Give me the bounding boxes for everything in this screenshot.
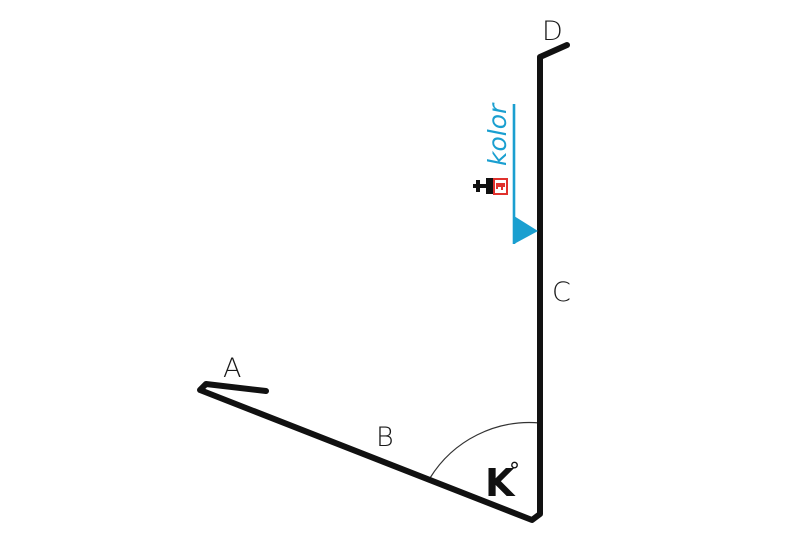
triangle-marker-icon — [514, 216, 538, 244]
brush-grip — [476, 180, 480, 192]
brush-drip — [496, 183, 505, 190]
label-a: A — [223, 353, 241, 384]
label-c: C — [552, 277, 571, 308]
label-b: B — [376, 422, 394, 453]
angle-label: K — [485, 461, 516, 505]
label-d: D — [542, 16, 563, 47]
paint-label: kolor — [483, 102, 512, 166]
angle-arc — [429, 421, 541, 479]
paint-brush-icon — [473, 178, 508, 195]
profile-outline — [197, 42, 570, 523]
brush-ferrule — [486, 178, 493, 194]
angle-degree-mark: ° — [509, 459, 520, 484]
